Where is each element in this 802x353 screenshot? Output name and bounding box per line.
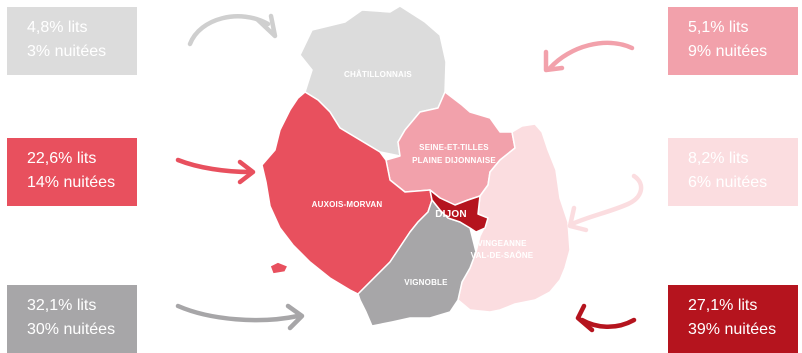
- label-seine-et-tilles-1: SEINE-ET-TILLES: [419, 143, 489, 152]
- stat-lits: 4,8% lits: [27, 19, 88, 36]
- arrowhead-seine-et-tilles: [543, 49, 565, 73]
- region-aux-islet: [269, 261, 289, 275]
- stat-nuitees: 9% nuitées: [688, 43, 768, 60]
- arrowhead-vingeanne: [567, 205, 589, 233]
- stat-box-chatillonnais: 4,8% lits 3% nuitées: [7, 7, 137, 75]
- stat-nuitees: 30% nuitées: [27, 321, 116, 338]
- arrowhead-vignoble: [285, 303, 305, 331]
- region-dijon: [429, 189, 489, 233]
- stat-lits: 22,6% lits: [27, 150, 97, 167]
- stat-lits: 27,1% lits: [688, 297, 758, 314]
- arrowhead-dijon: [575, 303, 595, 333]
- label-chatillonnais: CHÂTILLONNAIS: [344, 70, 412, 79]
- stat-nuitees: 3% nuitées: [27, 43, 107, 60]
- stat-nuitees: 6% nuitées: [688, 174, 768, 191]
- arrow-vingeanne: [569, 173, 644, 227]
- label-vignoble: VIGNOBLE: [404, 278, 448, 287]
- stat-box-vignoble: 32,1% lits 30% nuitées: [7, 285, 137, 353]
- stat-lits: 32,1% lits: [27, 297, 97, 314]
- label-vingeanne-2: VAL-DE-SAÔNE: [471, 251, 534, 260]
- stat-box-vingeanne: 8,2% lits 6% nuitées: [668, 138, 798, 206]
- stat-box-dijon: 27,1% lits 39% nuitées: [668, 285, 798, 353]
- label-dijon: DIJON: [435, 209, 467, 220]
- arrow-auxois-morvan: [175, 157, 253, 175]
- arrow-vignoble: [175, 303, 301, 323]
- stat-lits: 5,1% lits: [688, 19, 749, 36]
- stat-nuitees: 39% nuitées: [688, 321, 777, 338]
- stat-box-seine-et-tilles: 5,1% lits 9% nuitées: [668, 7, 798, 75]
- label-seine-et-tilles-2: PLAINE DIJONNAISE: [412, 156, 496, 165]
- stat-lits: 8,2% lits: [688, 150, 749, 167]
- label-auxois-morvan: AUXOIS-MORVAN: [312, 200, 383, 209]
- stat-box-auxois-morvan: 22,6% lits 14% nuitées: [7, 138, 137, 206]
- label-vingeanne-1: VINGEANNE: [477, 239, 527, 248]
- stat-nuitees: 14% nuitées: [27, 174, 116, 191]
- arrow-seine-et-tilles: [547, 40, 635, 71]
- arrowhead-auxois-morvan: [237, 159, 256, 185]
- arrowhead-chatillonnais: [255, 13, 278, 39]
